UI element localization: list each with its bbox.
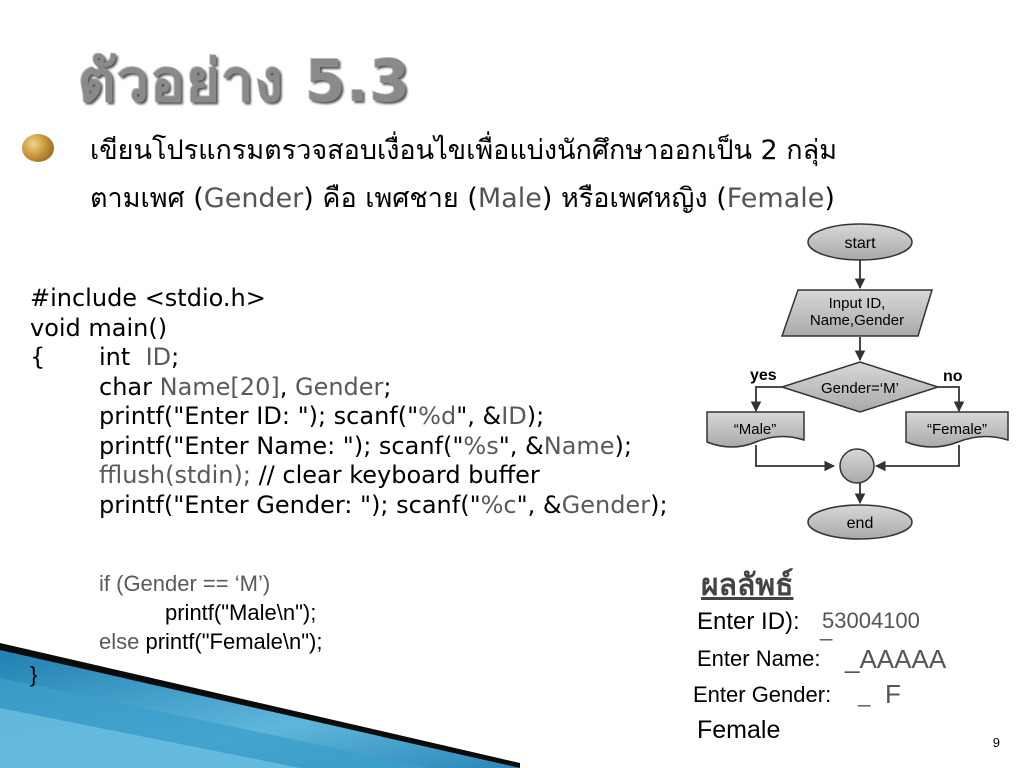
code-line-char: char Name[20], Gender; — [99, 373, 392, 401]
code-line-include: #include <stdio.h> — [30, 284, 266, 312]
result-gender-label: Enter Gender: — [693, 682, 832, 707]
page-number: 9 — [992, 735, 1000, 750]
flow-female-label: “Female” — [927, 421, 987, 438]
flowchart: start Input ID, Name,Gender Gender=‘M’ y… — [706, 223, 1009, 540]
result-gender-value: F — [885, 679, 901, 709]
flow-connector-node — [839, 448, 875, 484]
code-line-if: if (Gender == ‘M’) — [99, 571, 271, 596]
code-line-open-brace: { — [30, 343, 46, 371]
result-name-value: _AAAAA — [845, 644, 947, 674]
flow-input-label-1: Input ID, — [829, 295, 886, 312]
code-line-else: else printf("Female\n"); — [99, 629, 323, 654]
code-line-fflush: fflush(stdin); // clear keyboard buffer — [99, 461, 540, 489]
flow-input-label-2: Name,Gender — [810, 312, 904, 329]
code-line-int: int ID; — [99, 343, 180, 371]
slide-title: ตัวอย่าง 5.3 — [78, 47, 411, 115]
flow-male-label: “Male” — [734, 421, 777, 438]
flow-end-label: end — [847, 515, 874, 532]
code-line-printf-male: printf("Male\n"); — [165, 600, 317, 625]
flow-yes-label: yes — [750, 367, 777, 384]
result-id-label: Enter ID): — [697, 608, 800, 635]
flow-no-label: no — [943, 368, 963, 385]
flow-female-node: “Female” — [905, 411, 1009, 448]
result-title: ผลลัพธ์ — [701, 568, 794, 603]
code-line-printf-gender: printf("Enter Gender: "); scanf("%c", &G… — [99, 491, 668, 519]
decorative-blue-band — [0, 643, 520, 768]
code-line-printf-id: printf("Enter ID: "); scanf("%d", &ID); — [99, 402, 545, 430]
flow-start-node: start — [807, 223, 913, 261]
code-line-close-brace: } — [30, 662, 38, 687]
result-name-label: Enter Name: — [697, 646, 821, 671]
code-line-printf-name: printf("Enter Name: "); scanf("%s", &Nam… — [99, 432, 632, 460]
bullet-line-1: เขียนโปรแกรมตรวจสอบเงื่อนไขเพื่อแบ่งนักศ… — [90, 135, 837, 166]
flow-input-node: Input ID, Name,Gender — [780, 289, 934, 337]
flow-end-node: end — [807, 504, 913, 540]
bullet-icon — [22, 134, 54, 162]
result-id-cursor: _ — [820, 616, 833, 641]
bullet-line-2: ตามเพศ (Gender) คือ เพศชาย (Male) หรือเพ… — [90, 183, 835, 214]
result-id-value: 53004100 — [822, 608, 920, 633]
code-line-main: void main() — [30, 314, 168, 342]
flow-decision-node: Gender=‘M’ — [779, 361, 941, 413]
result-gender-cursor: _ — [858, 682, 871, 707]
flow-start-label: start — [844, 235, 876, 252]
result-output: Female — [697, 716, 781, 744]
flow-male-node: “Male” — [706, 411, 805, 448]
flow-decision-label: Gender=‘M’ — [821, 380, 899, 397]
